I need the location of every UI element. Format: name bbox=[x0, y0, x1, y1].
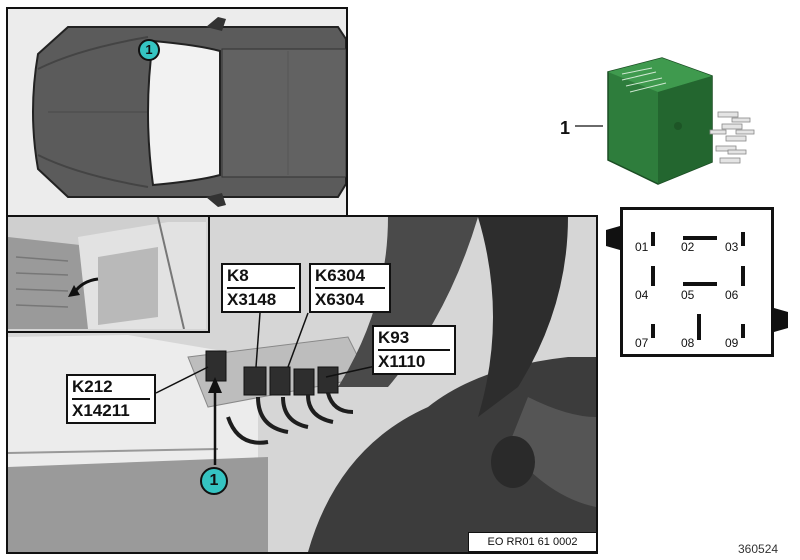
air-duct bbox=[308, 357, 596, 552]
pin-label: 02 bbox=[681, 240, 695, 254]
pin-label: 03 bbox=[725, 240, 739, 254]
relay-mount-dot bbox=[674, 122, 682, 130]
roof bbox=[221, 48, 346, 178]
location-arrow-head bbox=[208, 377, 222, 393]
hood-line bbox=[37, 36, 149, 70]
label-component: K93 bbox=[378, 328, 410, 347]
callout-badge: 1 bbox=[200, 467, 228, 495]
duct-joint bbox=[508, 397, 596, 507]
relay-top-face bbox=[608, 58, 712, 92]
callout-badge: 1 bbox=[138, 39, 160, 61]
label-connector: X1110 bbox=[378, 349, 450, 373]
pin-label: 05 bbox=[681, 288, 695, 302]
door-panel bbox=[98, 247, 158, 325]
inset-detail-panel bbox=[8, 217, 210, 333]
part-leader-line bbox=[575, 125, 603, 127]
pin-label: 08 bbox=[681, 336, 695, 350]
pin-bars bbox=[651, 232, 745, 340]
reference-code: EO RR01 61 0002 bbox=[468, 532, 597, 552]
label-k212: K212 X14211 bbox=[66, 374, 156, 424]
label-k6304: K6304 X6304 bbox=[309, 263, 391, 313]
relay-group bbox=[205, 350, 339, 396]
inset-illustration bbox=[8, 217, 206, 329]
installation-view-panel: K8 X3148 K6304 X6304 K93 X1110 K212 X142… bbox=[6, 215, 598, 554]
leader-lines bbox=[155, 312, 381, 394]
duct-fitting bbox=[491, 436, 535, 488]
floor-area bbox=[8, 457, 268, 552]
wiring-harness bbox=[226, 392, 354, 445]
car-top-view-panel: 1 bbox=[6, 7, 348, 217]
hood-line bbox=[37, 154, 149, 188]
pin-label: 07 bbox=[635, 336, 649, 350]
pin-label: 09 bbox=[725, 336, 739, 350]
pin-label: 06 bbox=[725, 288, 739, 302]
side-mirror bbox=[206, 17, 226, 31]
relay-side-face bbox=[658, 76, 712, 184]
connector-key-right bbox=[774, 308, 788, 332]
car-top-view-illustration bbox=[32, 17, 346, 207]
label-connector: X6304 bbox=[315, 287, 385, 311]
windscreen bbox=[147, 39, 221, 187]
label-component: K8 bbox=[227, 266, 249, 285]
relay-illustration bbox=[600, 50, 780, 190]
relay-pin-diagram: 01 02 03 04 05 06 07 08 09 bbox=[620, 207, 774, 357]
connector-key-left bbox=[606, 226, 620, 250]
pin-label: 01 bbox=[635, 240, 649, 254]
relay-pins bbox=[709, 111, 755, 164]
pin-label: 04 bbox=[635, 288, 649, 302]
part-number-label: 1 bbox=[560, 118, 571, 138]
image-number: 360524 bbox=[738, 542, 779, 556]
label-k93: K93 X1110 bbox=[372, 325, 456, 375]
label-k8: K8 X3148 bbox=[221, 263, 301, 313]
label-component: K6304 bbox=[315, 266, 366, 285]
air-duct bbox=[478, 217, 568, 417]
side-mirror bbox=[206, 193, 226, 207]
label-component: K212 bbox=[72, 377, 113, 396]
label-connector: X14211 bbox=[72, 398, 150, 422]
inset-arrow-head bbox=[68, 285, 80, 297]
label-connector: X3148 bbox=[227, 287, 295, 311]
